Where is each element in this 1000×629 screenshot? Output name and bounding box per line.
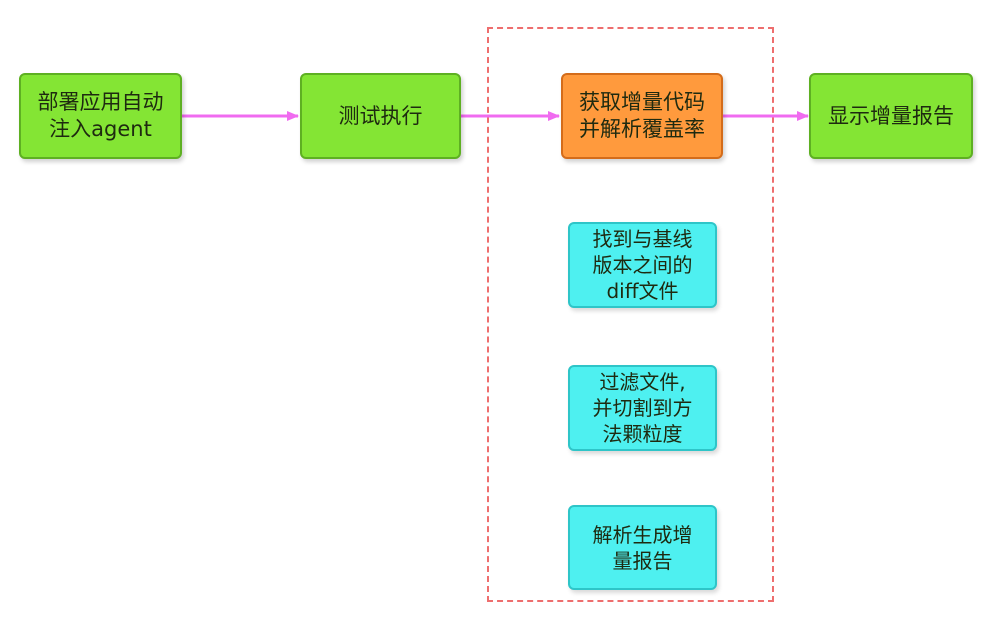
node-show-report: 显示增量报告 bbox=[809, 73, 973, 159]
node-deploy-agent: 部署应用自动 注入agent bbox=[19, 73, 182, 159]
incremental-group-box bbox=[487, 27, 774, 602]
node-find-diff: 找到与基线 版本之间的 diff文件 bbox=[568, 222, 717, 308]
node-filter-split: 过滤文件, 并切割到方 法颗粒度 bbox=[568, 365, 717, 451]
node-run-tests: 测试执行 bbox=[300, 73, 461, 159]
node-generate-report: 解析生成增 量报告 bbox=[568, 505, 717, 590]
node-get-incremental: 获取增量代码 并解析覆盖率 bbox=[561, 73, 723, 159]
